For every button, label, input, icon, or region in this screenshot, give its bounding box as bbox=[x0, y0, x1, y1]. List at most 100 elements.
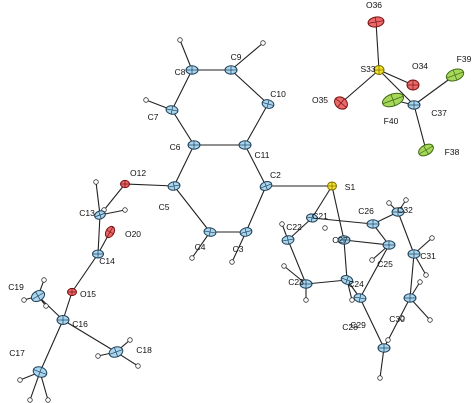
atom-c22 bbox=[281, 235, 295, 245]
atom-label-c11: C11 bbox=[255, 150, 270, 160]
atom-label-c2: C2 bbox=[270, 170, 281, 180]
atom-c27 bbox=[337, 235, 351, 245]
hydrogen-atom bbox=[45, 397, 51, 403]
hydrogen-atom bbox=[260, 40, 266, 46]
atom-label-c10: C10 bbox=[270, 89, 286, 99]
bond-c27-c25 bbox=[343, 239, 390, 246]
atom-layer bbox=[30, 16, 465, 378]
bond-c37-f38 bbox=[413, 104, 427, 151]
hydrogen-atom bbox=[322, 225, 328, 231]
atom-c32 bbox=[391, 207, 405, 217]
hydrogen-atom bbox=[399, 315, 405, 321]
atom-c7 bbox=[165, 105, 179, 115]
hydrogen-atom bbox=[21, 297, 27, 303]
hydrogen-atom bbox=[41, 277, 47, 283]
atom-c28 bbox=[353, 293, 367, 303]
bond-c32-c31 bbox=[397, 211, 415, 255]
atom-s33 bbox=[373, 65, 385, 75]
atom-f40 bbox=[381, 92, 405, 108]
hydrogen-atom bbox=[427, 317, 433, 323]
atom-c13 bbox=[94, 210, 106, 220]
atom-c10 bbox=[261, 99, 275, 109]
atom-label-c37: C37 bbox=[431, 108, 447, 118]
hydrogen-atom bbox=[229, 259, 235, 265]
atom-o34 bbox=[406, 79, 420, 91]
bond-c16-c17 bbox=[39, 319, 64, 373]
bond-c2-c3 bbox=[245, 185, 267, 233]
atom-label-c18: C18 bbox=[136, 345, 152, 355]
bond-c28-c25 bbox=[359, 244, 390, 299]
atom-c30 bbox=[403, 293, 417, 303]
atom-c6 bbox=[187, 140, 201, 150]
atom-label-c24: C24 bbox=[348, 279, 364, 289]
atom-o36 bbox=[367, 16, 385, 28]
bond-c23-c24 bbox=[305, 279, 348, 285]
hydrogen-bond-line bbox=[191, 231, 211, 259]
atom-c24 bbox=[340, 275, 354, 285]
atom-label-c32: C32 bbox=[397, 205, 413, 215]
hydrogen-bond-line bbox=[179, 39, 193, 71]
atom-label-o20: O20 bbox=[125, 229, 141, 239]
atom-label-c9: C9 bbox=[231, 52, 242, 62]
atom-label-o15: O15 bbox=[80, 289, 96, 299]
hydrogen-atom bbox=[369, 257, 375, 263]
hydrogen-atom bbox=[429, 235, 435, 241]
atom-c11 bbox=[238, 140, 252, 150]
atom-c18 bbox=[108, 346, 124, 358]
atom-label-o35: O35 bbox=[312, 95, 328, 105]
atom-label-o12: O12 bbox=[130, 168, 146, 178]
hydrogen-atom bbox=[17, 377, 23, 383]
atom-label-c26: C26 bbox=[358, 206, 374, 216]
hydrogen-atom bbox=[279, 221, 285, 227]
atom-label-c6: C6 bbox=[170, 142, 181, 152]
hydrogen-bond-line bbox=[379, 347, 385, 379]
hydrogen-atom bbox=[386, 200, 392, 206]
bond-c28-c29 bbox=[359, 297, 385, 349]
hydrogen-atom bbox=[377, 375, 383, 381]
atom-s1 bbox=[327, 181, 337, 191]
atom-c29 bbox=[377, 343, 391, 353]
hydrogen-atom bbox=[177, 37, 183, 43]
bond-c24-c27 bbox=[343, 239, 348, 281]
atom-c25 bbox=[382, 240, 396, 250]
atom-c3 bbox=[239, 227, 253, 237]
atom-label-c27: C27 bbox=[332, 235, 348, 245]
atom-o35 bbox=[334, 96, 348, 110]
bond-c10-c11 bbox=[244, 103, 269, 146]
bond-c30-c31 bbox=[409, 253, 415, 299]
atom-c4 bbox=[203, 227, 217, 237]
bond-c13-c14 bbox=[97, 214, 101, 255]
hydrogen-atom bbox=[303, 297, 309, 303]
atom-c9 bbox=[224, 65, 238, 75]
hydrogen-bond-line bbox=[95, 181, 101, 216]
atom-f39 bbox=[445, 68, 465, 82]
atom-c21 bbox=[306, 213, 318, 223]
bond-c21-c26 bbox=[311, 217, 374, 225]
atom-c19 bbox=[30, 289, 46, 303]
atom-c2 bbox=[259, 181, 273, 191]
atom-label-c31: C31 bbox=[420, 251, 436, 261]
atom-label-c8: C8 bbox=[175, 67, 186, 77]
hydrogen-bond-line bbox=[231, 231, 247, 263]
atom-label-o36: O36 bbox=[366, 0, 382, 10]
atom-label-c16: C16 bbox=[72, 319, 88, 329]
atom-label-f40: F40 bbox=[384, 116, 399, 126]
atom-label-f38: F38 bbox=[445, 147, 460, 157]
atom-label-c19: C19 bbox=[8, 282, 24, 292]
bond-c4-c5 bbox=[173, 185, 211, 233]
bond-s33-o35 bbox=[340, 69, 380, 104]
atom-label-c17: C17 bbox=[9, 348, 25, 358]
atom-f38 bbox=[418, 143, 434, 157]
bond-c16-c18 bbox=[62, 319, 117, 353]
hydrogen-atom bbox=[281, 263, 287, 269]
bond-c11-c2 bbox=[244, 144, 267, 187]
atom-label-c25: C25 bbox=[377, 259, 393, 269]
atom-label-c4: C4 bbox=[195, 242, 206, 252]
hydrogen-atom bbox=[417, 279, 423, 285]
bond-c14-o15 bbox=[71, 253, 99, 293]
atom-c17 bbox=[32, 366, 48, 378]
hydrogen-atom bbox=[93, 179, 99, 185]
atom-label-c7: C7 bbox=[148, 112, 159, 122]
